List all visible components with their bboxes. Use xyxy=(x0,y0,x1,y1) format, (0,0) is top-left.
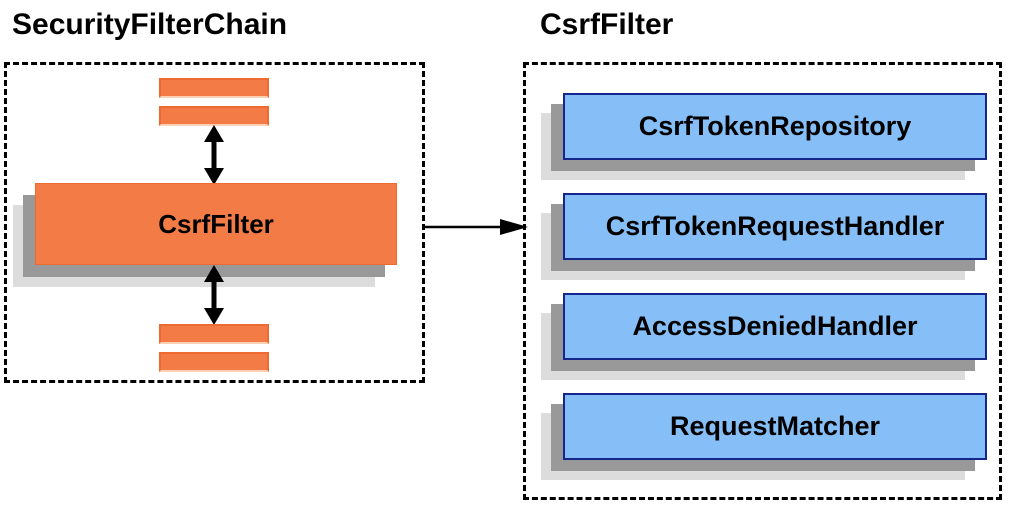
component-csrf-token-request-handler: CsrfTokenRequestHandler xyxy=(563,193,987,260)
component-label: CsrfTokenRepository xyxy=(638,111,912,141)
csrf-filter-components-container xyxy=(523,62,1002,500)
component-access-denied-handler: AccessDeniedHandler xyxy=(563,293,987,360)
bidirectional-arrow-icon xyxy=(204,265,224,325)
component-label: AccessDeniedHandler xyxy=(632,311,918,341)
component-csrf-token-repository: CsrfTokenRepository xyxy=(563,93,987,160)
csrf-filter-box-label: CsrfFilter xyxy=(158,208,274,239)
component-request-matcher: RequestMatcher xyxy=(563,393,987,460)
security-filter-chain-container xyxy=(4,62,425,383)
component-label: RequestMatcher xyxy=(669,411,881,441)
filter-placeholder-bar-bottom-2 xyxy=(159,352,269,372)
right-arrow-icon xyxy=(425,219,528,235)
bidirectional-arrow-icon xyxy=(204,125,224,185)
component-label: CsrfTokenRequestHandler xyxy=(605,211,945,241)
filter-placeholder-bar-top-1 xyxy=(159,78,269,98)
security-filter-chain-title: SecurityFilterChain xyxy=(12,8,288,41)
filter-placeholder-bar-top-2 xyxy=(159,106,269,126)
csrf-filter-group-title: CsrfFilter xyxy=(540,8,674,41)
filter-placeholder-bar-bottom-1 xyxy=(159,324,269,344)
csrf-filter-box: CsrfFilter xyxy=(35,183,397,265)
